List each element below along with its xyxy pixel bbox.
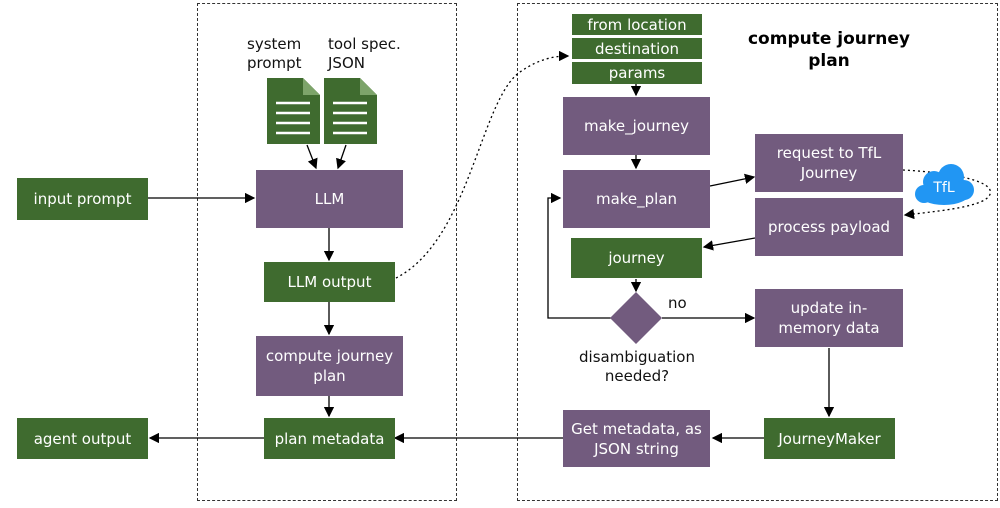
llm-agent-region (197, 3, 457, 501)
llm-output-node: LLM output (264, 262, 395, 302)
llm-node: LLM (256, 170, 403, 228)
process-payload-node: process payload (755, 198, 903, 256)
system-prompt-label: system prompt (247, 35, 302, 72)
make-journey-node: make_journey (563, 97, 710, 155)
compute-journey-plan-region (517, 3, 998, 501)
update-memory-node: update in-memory data (755, 289, 903, 347)
tfl-cloud-label: TfL (933, 180, 955, 196)
plan-metadata-node: plan metadata (264, 418, 395, 459)
journey-maker-node: JourneyMaker (764, 418, 895, 459)
get-metadata-node: Get metadata, as JSON string (563, 410, 710, 467)
tool-spec-doc-icon (324, 78, 377, 144)
agent-output-node: agent output (17, 418, 148, 459)
params-node: params (572, 62, 702, 84)
destination-node: destination (572, 38, 702, 60)
disambiguation-label: disambiguation needed? (579, 348, 695, 385)
input-prompt-node: input prompt (17, 178, 148, 220)
journey-node: journey (571, 238, 702, 278)
request-tfl-node: request to TfL Journey (755, 134, 903, 192)
tool-spec-label: tool spec. JSON (328, 35, 401, 72)
make-plan-node: make_plan (563, 170, 710, 228)
tfl-cloud-icon (915, 164, 974, 205)
disambiguation-diamond (610, 292, 662, 344)
from-location-node: from location (572, 14, 702, 36)
system-prompt-doc-icon (267, 78, 320, 144)
compute-journey-plan-node: compute journey plan (256, 336, 403, 396)
compute-journey-plan-title: compute journey plan (747, 29, 911, 71)
no-label: no (668, 294, 687, 312)
